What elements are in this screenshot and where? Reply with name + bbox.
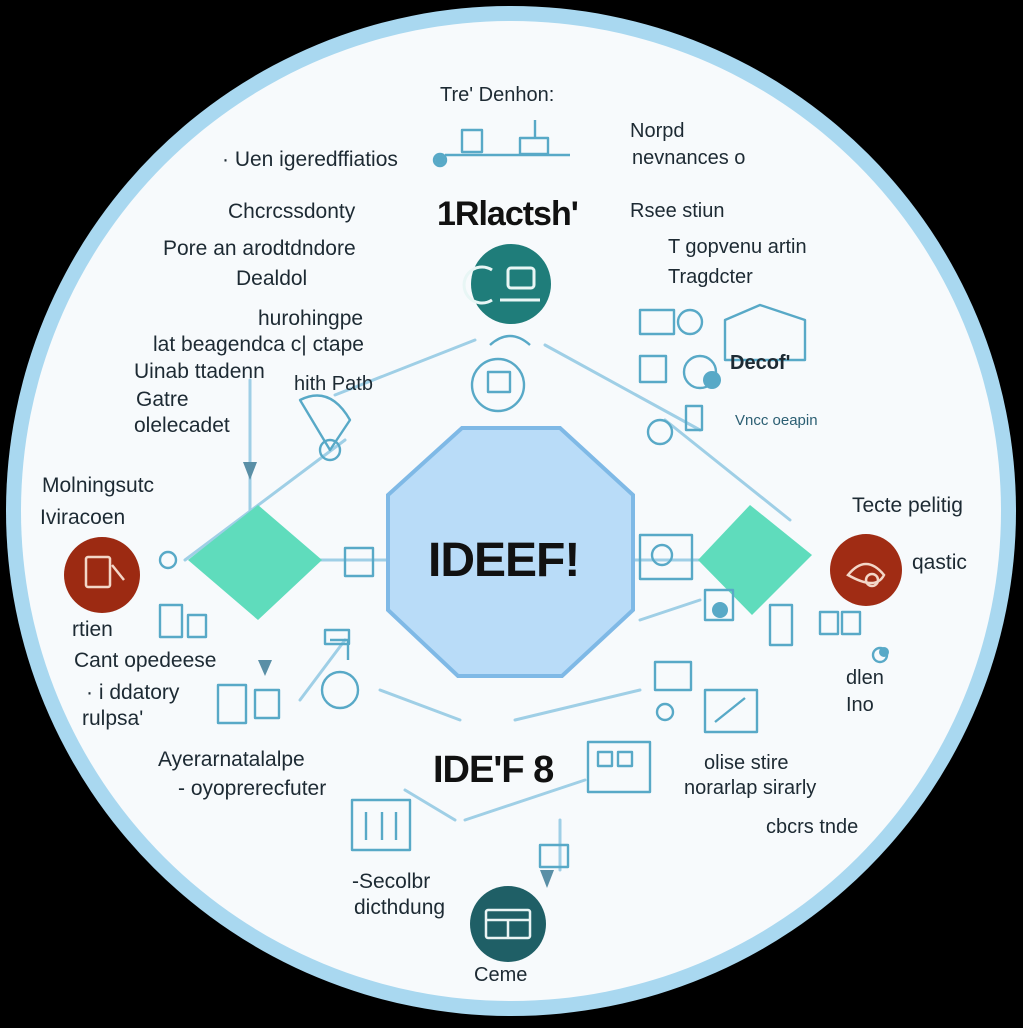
- right-lower-icons: [653, 603, 794, 734]
- left-block-line1: Chcrcssdonty: [228, 200, 356, 223]
- right-upper-heading: Decof': [730, 352, 791, 374]
- bottom-left-line1: Ayerarnatalalpe: [158, 748, 305, 771]
- left-red-node[interactable]: [64, 537, 140, 613]
- arrowheads: [243, 462, 554, 888]
- center-hexagon[interactable]: [386, 426, 635, 678]
- top-right-line1: Norpd: [630, 120, 685, 142]
- left-diamond[interactable]: [188, 505, 322, 620]
- top-teal-node[interactable]: [471, 244, 551, 324]
- left-low-line4: rulpsa': [82, 707, 144, 730]
- right-low-line2: Ino: [846, 694, 874, 716]
- left-mid-icons: [158, 546, 375, 639]
- left-mid-line1: Molningsutc: [42, 474, 155, 497]
- top-right-line2: nevnances o: [632, 147, 746, 169]
- right-node-glyph: [846, 562, 886, 588]
- top-node-glyph: [462, 265, 540, 305]
- connector-lines: [183, 338, 792, 872]
- top-right-line4: T gopvenu artin: [668, 236, 807, 258]
- top-flask-icon: [470, 334, 531, 413]
- left-block-line2: Pore an arodtdndore: [163, 237, 356, 260]
- left-block-line6b: hith Patb: [294, 373, 373, 395]
- left-low-line2: Cant opedeese: [74, 649, 217, 672]
- right-upper-sub: Vncc oeapin: [735, 412, 818, 429]
- left-mid-line2: Iviracoen: [40, 506, 126, 529]
- right-red-node[interactable]: [830, 534, 902, 606]
- bottom-center-left-line2: dicthdung: [354, 896, 446, 919]
- right-low-line1: dlen: [846, 667, 884, 689]
- bottom-node-caption: Ceme: [474, 964, 528, 986]
- left-block-line5: lat beagendca c| ctape: [153, 333, 364, 356]
- bottom-node-heading: IDE'F 8: [433, 749, 554, 791]
- top-node-heading: 1Rlactsh': [437, 195, 579, 233]
- right-low-line4: norarlap sirarly: [684, 777, 817, 799]
- left-upper-icon: [298, 394, 352, 462]
- left-low-line3: · i ddatory: [86, 681, 180, 704]
- right-low-line5: cbcrs tnde: [766, 816, 859, 838]
- top-machine-icon: [432, 120, 570, 168]
- decorative-icons: [158, 120, 889, 869]
- right-upper-icons: [638, 303, 807, 446]
- right-mid-line2: qastic: [912, 551, 967, 574]
- top-left-label: · Uen igeredffiatios: [222, 148, 398, 171]
- left-block-line3: Dealdol: [236, 267, 308, 290]
- right-diamond[interactable]: [698, 505, 812, 615]
- top-node-caption: Tre' Denhon:: [440, 84, 555, 106]
- bottom-left-line2: - oyoprerecfuter: [178, 777, 327, 800]
- right-mid-icons: [638, 533, 889, 664]
- center-title: IDEEF!: [428, 534, 580, 587]
- top-right-line3: Rsee stiun: [630, 200, 725, 222]
- right-low-line3: olise stire: [704, 752, 789, 774]
- left-block-line6: Uinab ttadenn: [134, 360, 265, 383]
- left-low-line1: rtien: [72, 618, 113, 641]
- left-node-glyph: [84, 555, 125, 589]
- top-right-line5: Tragdcter: [668, 266, 753, 288]
- bottom-center-left-line1: -Secolbr: [352, 870, 431, 893]
- left-block-line7: Gatre: [136, 388, 189, 411]
- right-mid-line1: Tecte pelitig: [852, 494, 963, 517]
- bottom-node-glyph: [484, 908, 532, 940]
- bottom-right-icons: [538, 740, 652, 869]
- bottom-left-icons: [350, 798, 412, 852]
- left-block-line4: hurohingpe: [258, 307, 364, 330]
- left-lower-icons: [216, 628, 360, 725]
- accent-icons: [435, 155, 889, 657]
- left-block-line8: olelecadet: [134, 414, 230, 437]
